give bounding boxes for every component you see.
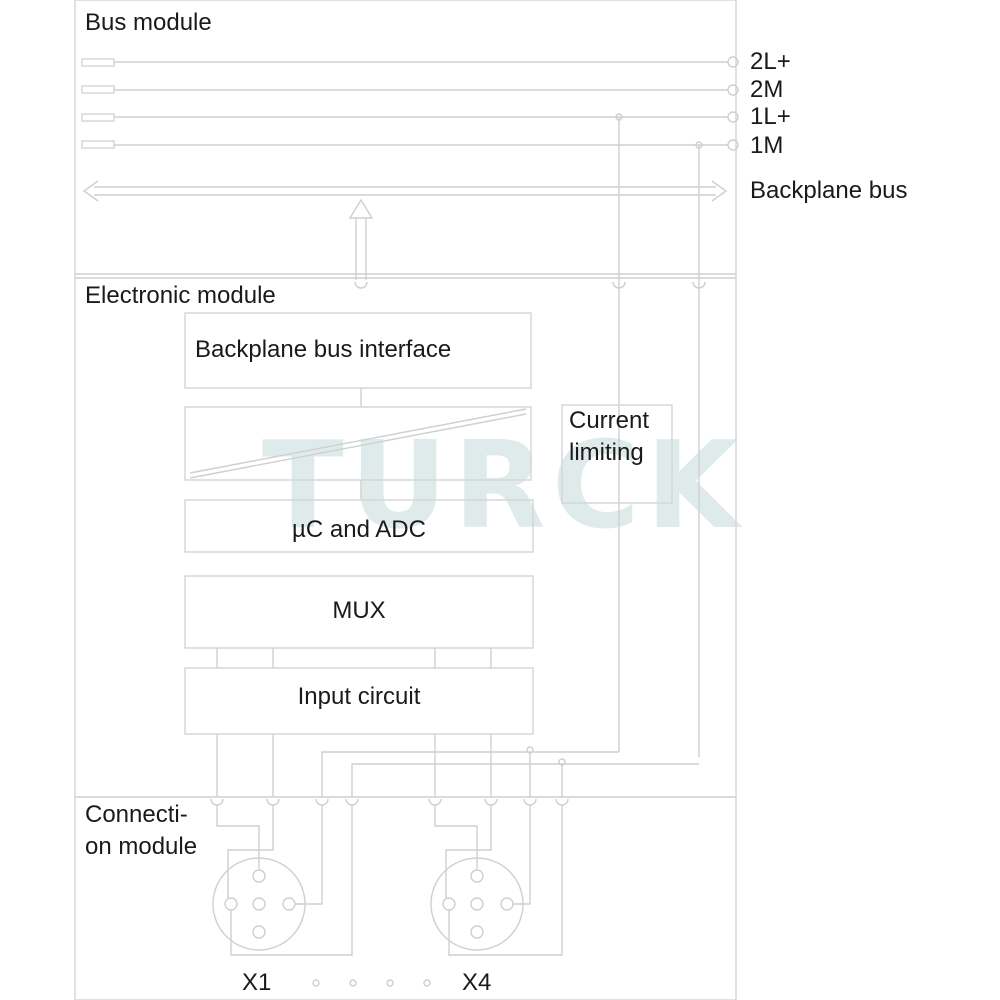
backplane-bus-arrow [82,180,728,280]
mux-label: MUX [332,597,386,624]
current-limiting-label-line1: Current [569,407,650,434]
connector-x4-label: X4 [462,969,492,996]
ellipsis-dots [312,979,431,987]
signal-lines [210,734,699,806]
rail-label-1m: 1M [750,132,784,159]
rail-label-1lplus: 1L+ [750,103,791,130]
bus-module-label: Bus module [85,9,212,36]
power-rails [81,56,739,151]
input-circuit-block [184,667,534,735]
current-limiting-block [561,404,673,504]
watermark: TURCK [262,417,745,556]
bus-interface-label: Backplane bus interface [195,336,452,363]
connector-x1 [212,805,353,956]
connector-x1-label: X1 [242,969,272,996]
backplane-bus-label: Backplane bus [750,177,908,204]
rail-label-2lplus: 2L+ [750,48,791,75]
uc-adc-label: µC and ADC [292,516,426,543]
isolation-diagonal [189,408,527,474]
isolation-block [184,406,532,481]
connection-module-label-line1: Connecti- [85,801,188,828]
bus-interface-block [184,312,532,389]
uc-adc-block [184,499,534,553]
mux-block [184,575,534,649]
connection-module-label-line2: on module [85,833,198,860]
module-frame [74,0,737,1000]
rail-feeds [354,117,706,757]
connector-x4 [430,805,563,956]
rail-label-2m: 2M [750,76,784,103]
input-circuit-label: Input circuit [297,683,421,710]
electronic-module-label: Electronic module [85,282,276,309]
mux-input-links [216,648,492,668]
current-limiting-label-line2: limiting [569,439,644,466]
